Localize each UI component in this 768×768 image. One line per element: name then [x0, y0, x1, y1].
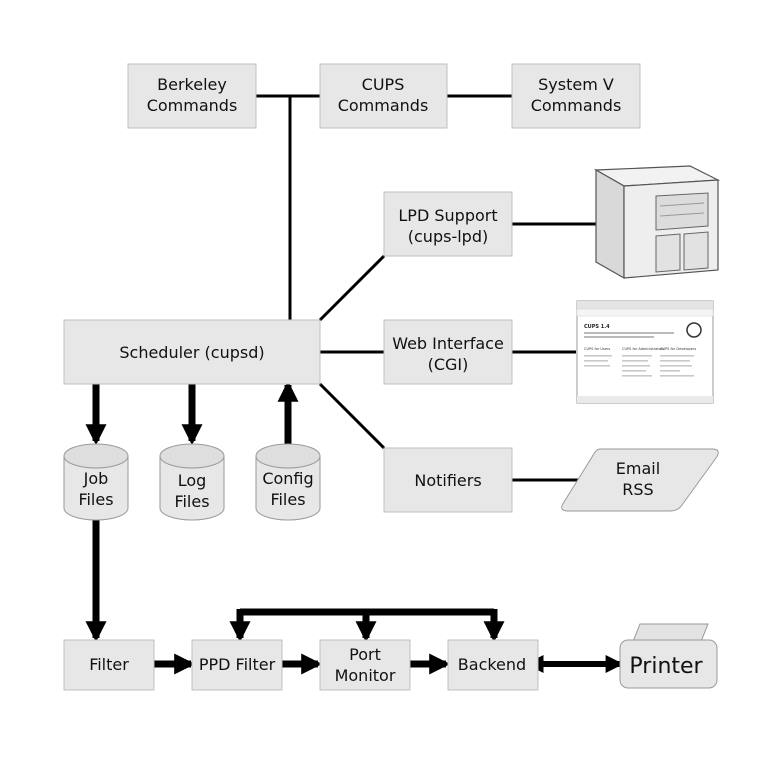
system-v-commands-line2: Commands [531, 96, 622, 115]
printer-label: Printer [629, 654, 703, 679]
cups-commands-box: CUPS Commands [319, 63, 448, 129]
rss-label: RSS [622, 480, 653, 499]
web-screenshot-title: CUPS 1.4 [584, 324, 610, 330]
email-rss-shape: Email RSS [561, 448, 719, 512]
web-interface-box: Web Interface (CGI) [383, 319, 513, 385]
port-monitor-line1: Port [349, 645, 381, 664]
data-flow-arrows [85, 380, 624, 675]
lpd-support-line2: (cups-lpd) [408, 227, 488, 246]
web-screenshot-col2: CUPS for Administrators [622, 347, 664, 351]
printer-shape: Printer [619, 623, 718, 689]
log-files-line1: Log [178, 471, 207, 490]
web-interface-line1: Web Interface [392, 334, 504, 353]
notifiers-box: Notifiers [383, 447, 513, 513]
berkeley-commands-box: Berkeley Commands [127, 63, 257, 129]
web-screenshot-col3: CUPS for Developers [660, 347, 696, 351]
system-v-commands-box: System V Commands [511, 63, 641, 129]
scheduler-label: Scheduler (cupsd) [119, 343, 264, 362]
log-files-cylinder: Log Files [159, 443, 225, 521]
ppd-filter-box: PPD Filter [191, 639, 283, 691]
job-files-cylinder: Job Files [63, 443, 129, 521]
job-files-line2: Files [78, 490, 113, 509]
ppd-filter-label: PPD Filter [199, 655, 276, 674]
port-monitor-line2: Monitor [335, 666, 396, 685]
config-files-cylinder: Config Files [255, 443, 321, 521]
connector-scheduler-lpd [318, 254, 386, 322]
cups-commands-line2: Commands [338, 96, 429, 115]
connectors [256, 94, 598, 482]
web-interface-screenshot: CUPS 1.4 CUPS for Users CUPS for Adminis… [576, 300, 714, 404]
log-files-line2: Files [174, 492, 209, 511]
berkeley-commands-line1: Berkeley [157, 75, 227, 94]
system-v-commands-line1: System V [538, 75, 614, 94]
job-files-line1: Job [83, 469, 109, 488]
lpd-support-box: LPD Support (cups-lpd) [383, 191, 513, 257]
port-monitor-box: Port Monitor [319, 639, 411, 691]
web-interface-line2: (CGI) [428, 355, 469, 374]
notifiers-label: Notifiers [414, 471, 481, 490]
filter-box: Filter [63, 639, 155, 691]
web-screenshot-col1: CUPS for Users [584, 347, 610, 351]
config-files-line1: Config [262, 469, 313, 488]
server-tower-icon [593, 165, 721, 280]
connector-scheduler-notifiers [318, 382, 386, 450]
config-files-line2: Files [270, 490, 305, 509]
backend-label: Backend [458, 655, 526, 674]
berkeley-commands-line2: Commands [147, 96, 238, 115]
lpd-support-line1: LPD Support [398, 206, 497, 225]
filter-label: Filter [89, 655, 129, 674]
backend-box: Backend [447, 639, 539, 691]
email-label: Email [616, 459, 660, 478]
cups-commands-line1: CUPS [362, 75, 405, 94]
scheduler-box: Scheduler (cupsd) [63, 319, 321, 385]
